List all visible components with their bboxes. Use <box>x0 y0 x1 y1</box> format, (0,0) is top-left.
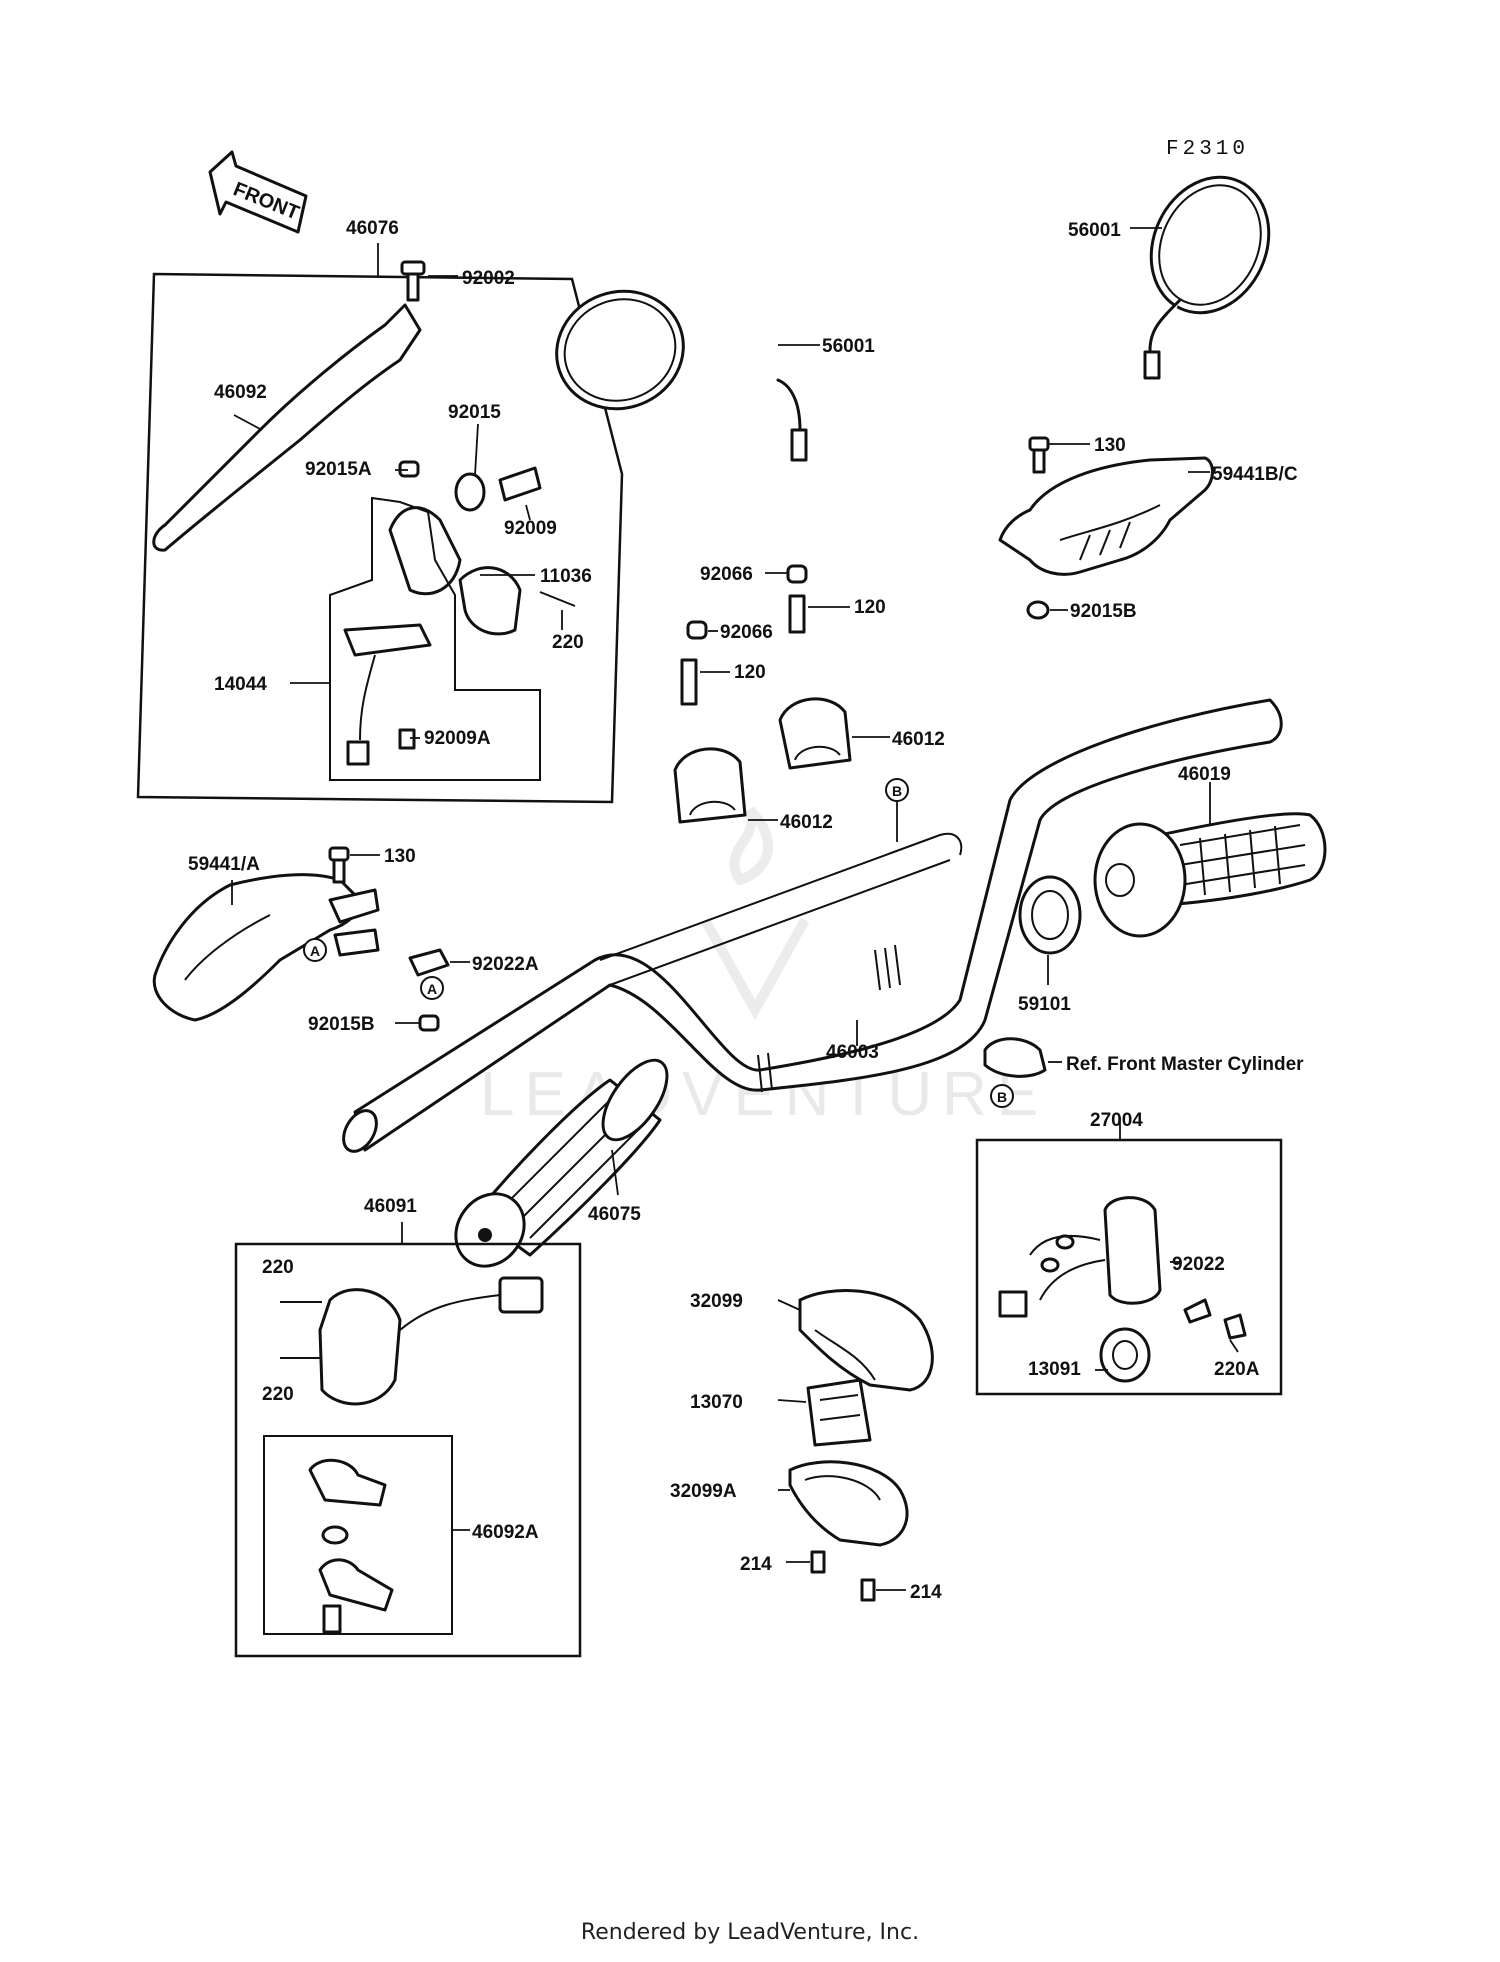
switch-assembly-46091 <box>234 1222 582 1658</box>
part-32099: 32099 <box>690 1291 743 1312</box>
part-11036: 11036 <box>540 566 592 587</box>
part-46012-b: 46012 <box>780 812 833 833</box>
clutch-lever-assembly <box>136 243 624 804</box>
bolts-handlebar-holder <box>680 564 808 706</box>
callout-a-1: A <box>303 938 327 962</box>
part-214-a: 214 <box>740 1554 772 1575</box>
svg-text:B: B <box>997 1089 1007 1105</box>
part-220A: 220A <box>1214 1359 1260 1380</box>
part-220-switch-bottom: 220 <box>262 1384 294 1405</box>
clip-92022A <box>408 948 450 977</box>
part-46003: 46003 <box>826 1042 879 1063</box>
part-130-right: 130 <box>1094 435 1126 456</box>
part-220-lever: 220 <box>552 632 584 653</box>
part-92066-a: 92066 <box>700 564 753 585</box>
part-46091: 46091 <box>364 1196 417 1217</box>
part-120-b: 120 <box>734 662 766 683</box>
hand-guard-right <box>998 436 1214 620</box>
part-92015B-left: 92015B <box>308 1014 375 1035</box>
switch-assembly-27004 <box>975 1118 1283 1396</box>
part-59441BC: 59441B/C <box>1212 464 1298 485</box>
svg-text:B: B <box>892 783 902 799</box>
part-92066-b: 92066 <box>720 622 773 643</box>
hand-guard-left <box>152 846 380 1022</box>
part-13091: 13091 <box>1028 1359 1081 1380</box>
part-46019: 46019 <box>1178 764 1231 785</box>
part-46092: 46092 <box>214 382 267 403</box>
svg-text:A: A <box>427 981 437 997</box>
part-92015: 92015 <box>448 402 501 423</box>
throttle-cap <box>1018 875 1082 955</box>
part-130-left: 130 <box>384 846 416 867</box>
left-grip <box>454 1058 669 1268</box>
handlebar <box>342 698 1283 1153</box>
throttle-housing <box>788 1289 934 1602</box>
part-220-switch-top: 220 <box>262 1257 294 1278</box>
part-92022: 92022 <box>1172 1254 1225 1275</box>
callout-b-1: B <box>885 778 909 802</box>
part-46075: 46075 <box>588 1204 641 1225</box>
nut-92015B-left <box>418 1014 440 1032</box>
part-92015B-right: 92015B <box>1070 601 1137 622</box>
part-59441A: 59441/A <box>188 854 260 875</box>
part-32099A: 32099A <box>670 1481 737 1502</box>
part-214-b: 214 <box>910 1582 942 1603</box>
figure-code: F2310 <box>1166 138 1249 161</box>
front-arrow: FRONT <box>208 150 308 234</box>
ref-front-master-cylinder: Ref. Front Master Cylinder <box>1066 1054 1304 1075</box>
part-56001-left: 56001 <box>822 336 875 357</box>
part-92002: 92002 <box>462 268 515 289</box>
part-56001-right: 56001 <box>1068 220 1121 241</box>
part-92009A: 92009A <box>424 728 491 749</box>
mirror-left <box>555 289 808 462</box>
part-59101: 59101 <box>1018 994 1071 1015</box>
part-92015A: 92015A <box>305 459 372 480</box>
part-46076: 46076 <box>346 218 399 239</box>
part-120-a: 120 <box>854 597 886 618</box>
mirror-right <box>1143 175 1271 380</box>
part-46012-a: 46012 <box>892 729 945 750</box>
svg-text:A: A <box>310 943 320 959</box>
part-27004: 27004 <box>1090 1110 1143 1131</box>
callout-a-2: A <box>420 976 444 1000</box>
part-92022A: 92022A <box>472 954 539 975</box>
part-13070: 13070 <box>690 1392 743 1413</box>
part-92009: 92009 <box>504 518 557 539</box>
handlebar-holders <box>673 697 852 824</box>
throttle-grip <box>1093 812 1327 938</box>
footer-credit: Rendered by LeadVenture, Inc. <box>580 1920 920 1945</box>
part-14044: 14044 <box>214 674 267 695</box>
part-46092A: 46092A <box>472 1522 539 1543</box>
watermark-logo <box>700 806 810 1021</box>
callout-b-2: B <box>990 1084 1014 1108</box>
master-cylinder-clamp <box>983 1037 1047 1078</box>
